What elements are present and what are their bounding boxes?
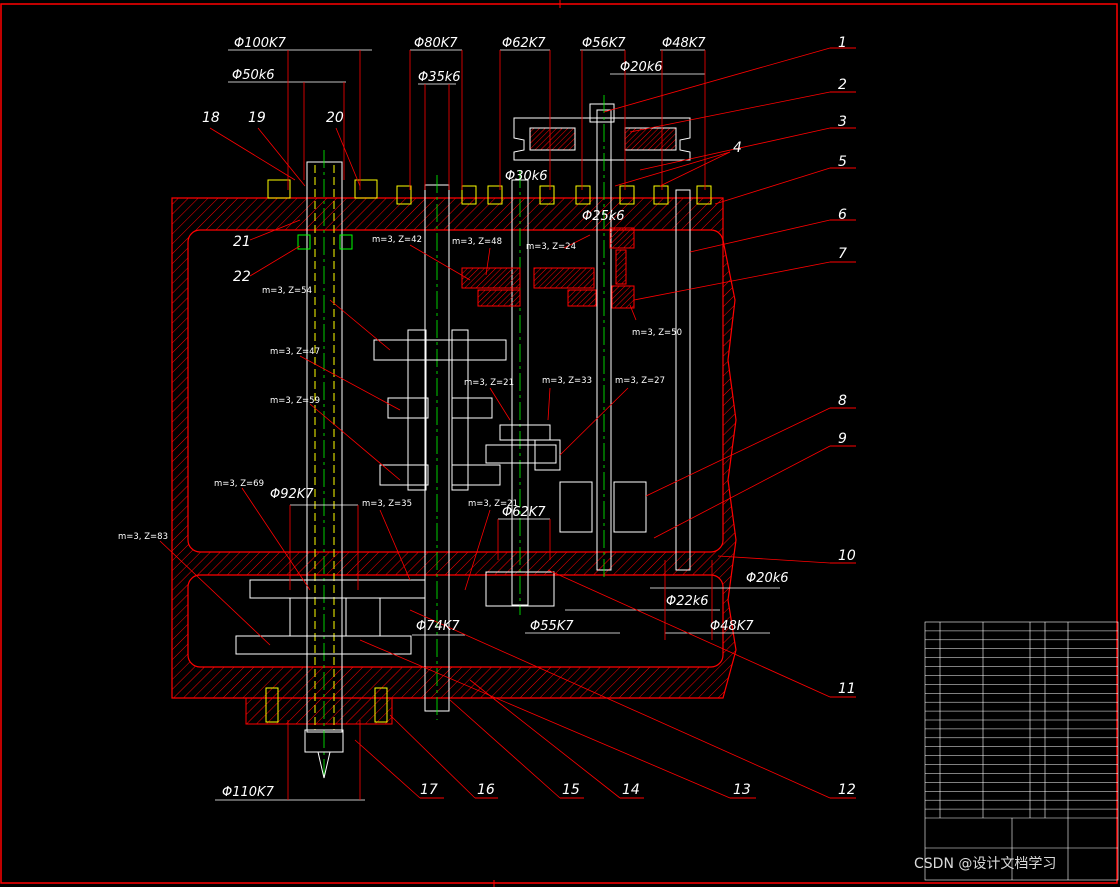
dim-20-bot: Φ20k6 bbox=[746, 571, 789, 586]
part-5: 5 bbox=[838, 154, 847, 170]
extension-lines bbox=[287, 50, 713, 800]
part-17: 17 bbox=[420, 782, 438, 798]
dim-55: Φ55K7 bbox=[530, 619, 574, 634]
part-9: 9 bbox=[838, 431, 847, 447]
gear-label-z48: m=3, Z=48 bbox=[452, 237, 502, 247]
dim-50: Φ50k6 bbox=[232, 68, 275, 83]
gear-label-z33: m=3, Z=33 bbox=[542, 376, 592, 386]
dim-30: Φ30k6 bbox=[505, 169, 548, 184]
bearings bbox=[265, 179, 712, 723]
dim-22: Φ22k6 bbox=[666, 594, 709, 609]
part-13: 13 bbox=[733, 782, 751, 798]
watermark: CSDN @设计文档学习 bbox=[914, 856, 1056, 872]
gear-label-z50: m=3, Z=50 bbox=[632, 328, 682, 338]
part-10: 10 bbox=[838, 548, 856, 564]
parts-list-rows bbox=[925, 630, 1118, 810]
part-21: 21 bbox=[233, 234, 251, 250]
bearing-housings bbox=[304, 481, 647, 779]
gear-label-z54: m=3, Z=54 bbox=[262, 286, 312, 296]
gear-label-z21b: m=3, Z=21 bbox=[468, 499, 518, 509]
part-6: 6 bbox=[838, 207, 847, 223]
dim-100: Φ100K7 bbox=[234, 36, 287, 51]
part-22: 22 bbox=[233, 269, 251, 285]
part-19: 19 bbox=[248, 110, 266, 126]
part-14: 14 bbox=[622, 782, 640, 798]
dim-74: Φ74K7 bbox=[416, 619, 460, 634]
part-2: 2 bbox=[838, 77, 847, 93]
part-8: 8 bbox=[838, 393, 847, 409]
dim-62-mid: Φ62K7 bbox=[502, 505, 546, 520]
red-gear-cluster bbox=[461, 227, 635, 309]
gear-label-z21a: m=3, Z=21 bbox=[464, 378, 514, 388]
part-callouts: 1 2 3 4 5 6 7 8 9 10 11 12 13 14 15 16 1… bbox=[202, 35, 856, 799]
leader-lines bbox=[159, 47, 831, 799]
centerlines bbox=[323, 95, 605, 780]
sheet-markers bbox=[493, 0, 561, 887]
dim-20-top: Φ20k6 bbox=[620, 60, 663, 75]
part-3: 3 bbox=[838, 114, 847, 130]
dim-92: Φ92K7 bbox=[270, 487, 314, 502]
gear-labels: m=3, Z=42 m=3, Z=48 m=3, Z=24 m=3, Z=50 … bbox=[118, 235, 682, 542]
dim-35: Φ35k6 bbox=[418, 70, 461, 85]
dimension-text: Φ100K7 Φ50k6 Φ80K7 Φ35k6 Φ62K7 Φ56K7 Φ48… bbox=[222, 36, 789, 800]
gear-label-z42: m=3, Z=42 bbox=[372, 235, 422, 245]
part-11: 11 bbox=[838, 681, 856, 697]
dim-110: Φ110K7 bbox=[222, 785, 275, 800]
gear-label-z24: m=3, Z=24 bbox=[526, 242, 576, 252]
gearbox-housing bbox=[171, 197, 737, 725]
part-12: 12 bbox=[838, 782, 856, 798]
part-15: 15 bbox=[562, 782, 580, 798]
gear-stack bbox=[235, 329, 561, 655]
dim-56: Φ56K7 bbox=[582, 36, 626, 51]
part-4: 4 bbox=[733, 140, 742, 156]
dim-62-top: Φ62K7 bbox=[502, 36, 546, 51]
gear-label-z47: m=3, Z=47 bbox=[270, 347, 320, 357]
sheet-border bbox=[0, 3, 1118, 884]
part-20: 20 bbox=[326, 110, 344, 126]
gear-label-z35: m=3, Z=35 bbox=[362, 499, 412, 509]
top-pulley bbox=[513, 103, 691, 161]
part-1: 1 bbox=[838, 35, 847, 51]
dim-80: Φ80K7 bbox=[414, 36, 458, 51]
part-7: 7 bbox=[838, 246, 847, 262]
dim-48-top: Φ48K7 bbox=[662, 36, 706, 51]
dim-48-bot: Φ48K7 bbox=[710, 619, 754, 634]
gear-label-z69: m=3, Z=69 bbox=[214, 479, 264, 489]
dimension-lines bbox=[215, 49, 780, 801]
dim-25: Φ25k6 bbox=[582, 209, 625, 224]
gear-label-z83: m=3, Z=83 bbox=[118, 532, 168, 542]
gear-label-z59: m=3, Z=59 bbox=[270, 396, 320, 406]
gear-label-z27: m=3, Z=27 bbox=[615, 376, 665, 386]
title-block bbox=[924, 621, 1119, 881]
part-16: 16 bbox=[477, 782, 495, 798]
part-18: 18 bbox=[202, 110, 220, 126]
